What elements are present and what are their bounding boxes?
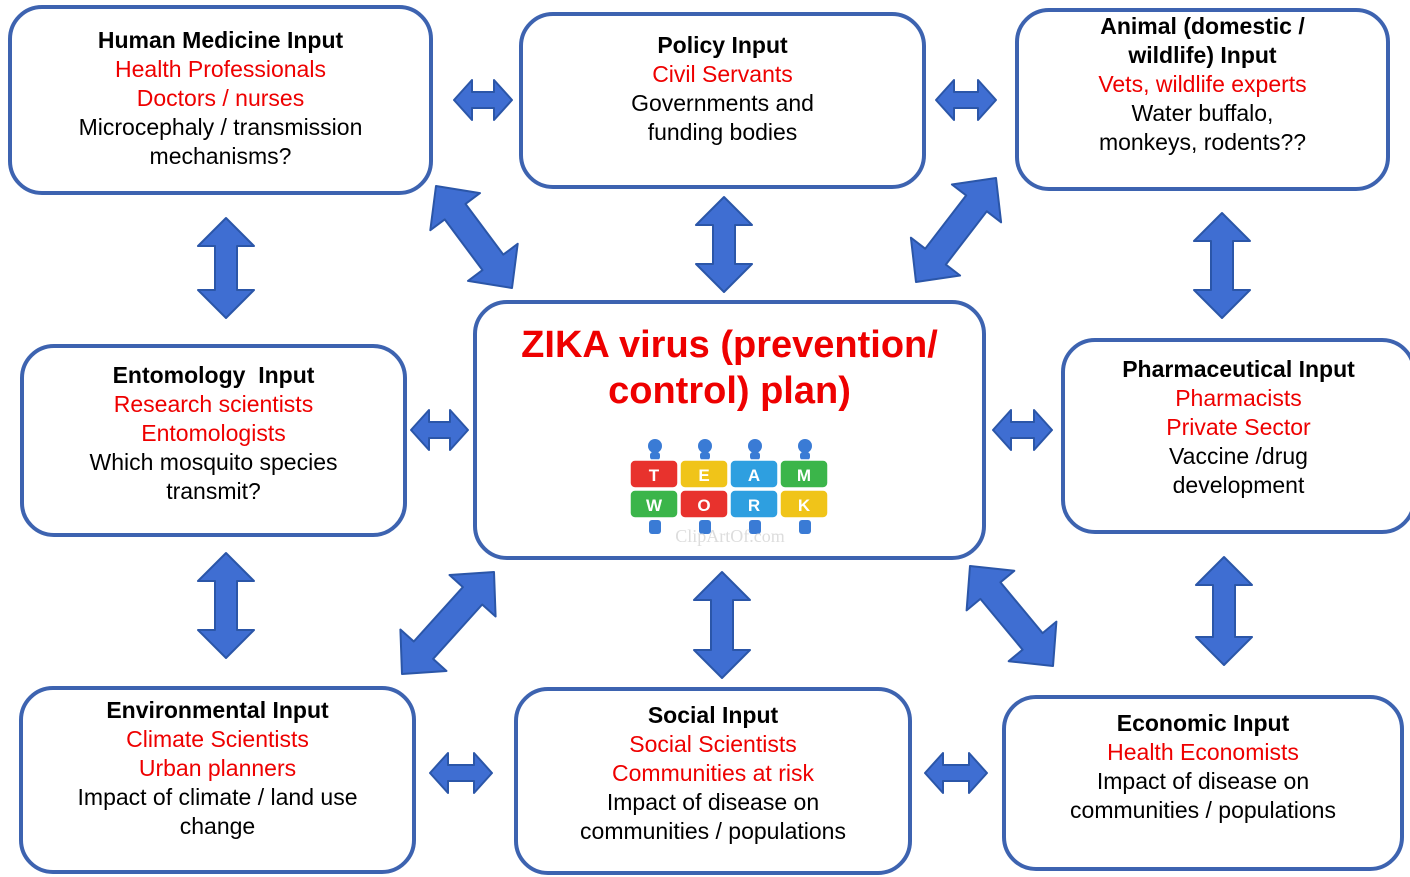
human-medicine-role-2: Doctors / nurses (136, 85, 305, 111)
teamwork-puzzle-letter: K (797, 496, 810, 515)
teamwork-puzzle-letter: R (747, 496, 759, 515)
arrow-human-entomology (197, 217, 255, 319)
arrow-entomology-center (410, 409, 469, 451)
arrow-policy-center (695, 196, 753, 293)
environmental-role-2: Urban planners (138, 755, 297, 781)
teamwork-person-head (747, 439, 762, 453)
economic-desc-2: communities / populations (1070, 797, 1336, 823)
environmental-title: Environmental Input (106, 697, 329, 723)
teamwork-puzzle-piece (678, 489, 729, 519)
social-role-2: Communities at risk (612, 760, 814, 786)
entomology-desc-2: transmit? (166, 478, 261, 504)
entomology-role-1: Research scientists (113, 391, 314, 417)
teamwork-puzzle-piece (628, 489, 679, 519)
arrow-center-pharma (992, 409, 1053, 451)
economic-desc-1: Impact of disease on (1096, 768, 1310, 794)
animal-desc-2: monkeys, rodents?? (1098, 129, 1307, 155)
economic-title: Economic Input (1116, 710, 1290, 736)
arrow-entomology-environmental (197, 552, 255, 659)
arrow-environmental-social (429, 752, 493, 794)
environmental-desc-2: change (179, 813, 256, 839)
social-title: Social Input (647, 702, 779, 728)
arrow-center-social (693, 571, 751, 679)
pharmaceutical-title: Pharmaceutical Input (1122, 356, 1355, 382)
policy-desc-1: Governments and (631, 90, 814, 116)
teamwork-person-head (697, 439, 712, 453)
economic-box: Economic Input Health Economists Impact … (1002, 695, 1404, 871)
arrow-center-economic (965, 565, 1058, 667)
teamwork-puzzle-piece (778, 489, 829, 519)
teamwork-puzzle-letter: M (796, 466, 810, 485)
teamwork-person-head (797, 439, 812, 453)
teamwork-person-body (749, 452, 760, 460)
environmental-role-1: Climate Scientists (126, 726, 309, 752)
economic-role-1: Health Economists (1107, 739, 1299, 765)
human-medicine-desc-2: mechanisms? (149, 143, 292, 169)
watermark-text: ClipArtOf.com (675, 526, 785, 546)
social-desc-1: Impact of disease on (606, 789, 820, 815)
policy-box: Policy Input Civil Servants Governments … (519, 12, 926, 189)
human-medicine-desc-1: Microcephaly / transmission (78, 114, 363, 140)
teamwork-person-body (699, 452, 710, 460)
entomology-title: Entomology Input (112, 362, 315, 388)
arrow-pharma-economic (1195, 556, 1253, 666)
pharmaceutical-role-2: Private Sector (1166, 414, 1311, 440)
entomology-desc-1: Which mosquito species (89, 449, 338, 475)
teamwork-puzzle-piece (628, 459, 679, 489)
center-title-1: ZIKA virus (prevention/ (521, 324, 938, 366)
teamwork-puzzle-letter: E (698, 466, 709, 485)
center-title-2: control) plan) (608, 370, 851, 412)
teamwork-person-legs (748, 520, 761, 534)
teamwork-puzzle-letter: A (747, 466, 759, 485)
human-medicine-role-1: Health Professionals (115, 56, 326, 82)
animal-role-1: Vets, wildlife experts (1098, 71, 1307, 97)
pharmaceutical-desc-1: Vaccine /drug (1169, 443, 1308, 469)
teamwork-person-legs (798, 520, 811, 534)
teamwork-puzzle-piece (728, 459, 779, 489)
environmental-box: Environmental Input Climate Scientists U… (19, 686, 416, 874)
entomology-role-2: Entomologists (141, 420, 286, 446)
center-plan-box: ZIKA virus (prevention/ control) plan) T… (473, 300, 986, 560)
teamwork-person-legs (698, 520, 711, 534)
teamwork-person-body (799, 452, 810, 460)
pharmaceutical-role-1: Pharmacists (1175, 385, 1302, 411)
arrow-social-economic (924, 752, 988, 794)
teamwork-person-head (647, 439, 662, 453)
entomology-box: Entomology Input Research scientists Ent… (20, 344, 407, 537)
animal-desc-1: Water buffalo, (1131, 100, 1274, 126)
teamwork-puzzle-piece (778, 459, 829, 489)
teamwork-person-body (649, 452, 660, 460)
teamwork-puzzle-icon: T E A M W O R K ClipArtOf.com (628, 439, 829, 546)
teamwork-puzzle-letter: T (648, 466, 659, 485)
animal-title-1: Animal (domestic / (1100, 13, 1305, 39)
arrow-human-policy (453, 79, 513, 121)
teamwork-person-legs (648, 520, 661, 534)
animal-box: Animal (domestic / wildlife) Input Vets,… (1015, 8, 1390, 191)
policy-title: Policy Input (657, 32, 788, 58)
teamwork-puzzle-letter: O (697, 496, 710, 515)
arrow-animal-center (909, 177, 1003, 283)
social-desc-2: communities / populations (580, 818, 846, 844)
arrow-human-center (429, 185, 519, 289)
human-medicine-title: Human Medicine Input (97, 27, 344, 53)
animal-title-2: wildlife) Input (1128, 42, 1277, 68)
policy-role-1: Civil Servants (652, 61, 793, 87)
pharmaceutical-box: Pharmaceutical Input Pharmacists Private… (1061, 338, 1410, 534)
arrow-animal-pharma (1193, 212, 1251, 319)
pharmaceutical-desc-2: development (1172, 472, 1305, 498)
arrow-policy-animal (935, 79, 997, 121)
environmental-desc-1: Impact of climate / land use (77, 784, 358, 810)
teamwork-puzzle-piece (728, 489, 779, 519)
arrow-entomology-center-diag (399, 571, 497, 675)
teamwork-puzzle-letter: W (645, 496, 662, 515)
policy-desc-2: funding bodies (647, 119, 798, 145)
social-box: Social Input Social Scientists Communiti… (514, 687, 912, 875)
social-role-1: Social Scientists (629, 731, 797, 757)
teamwork-puzzle-piece (678, 459, 729, 489)
human-medicine-box: Human Medicine Input Health Professional… (8, 5, 433, 195)
